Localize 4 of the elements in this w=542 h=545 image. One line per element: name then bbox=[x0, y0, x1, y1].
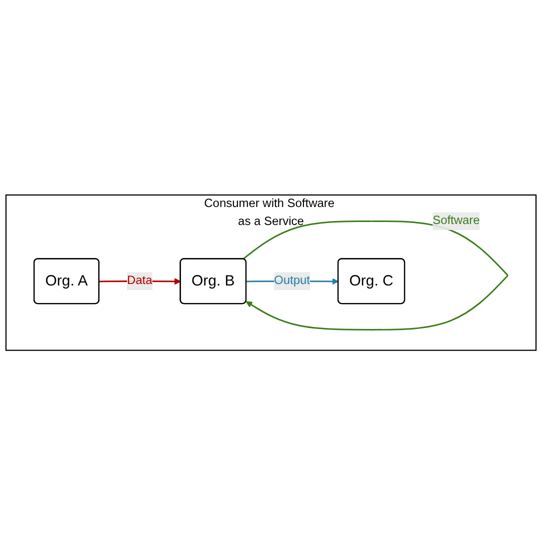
edge-label: Output bbox=[274, 274, 310, 287]
arrow bbox=[242, 220, 508, 330]
edge-label: Data bbox=[126, 274, 152, 287]
edge-label: Software bbox=[432, 214, 480, 228]
